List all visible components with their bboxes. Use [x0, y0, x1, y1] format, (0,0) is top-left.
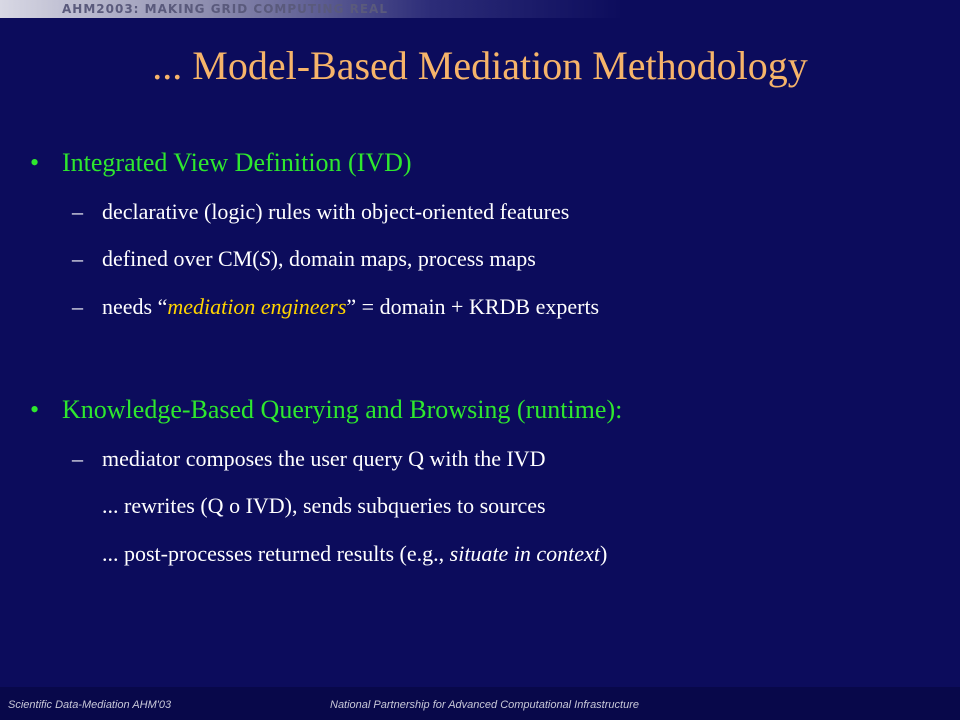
- header-banner: AHM2003: MAKING GRID COMPUTING REAL: [0, 0, 960, 18]
- sub-item-2-2: ... rewrites (Q o IVD), sends subqueries…: [102, 493, 546, 518]
- sub-item-1-2: –defined over CM(S), domain maps, proces…: [72, 246, 536, 271]
- highlight-text: mediation engineers: [167, 294, 347, 319]
- sub-item-2-3: ... post-processes returned results (e.g…: [102, 541, 608, 566]
- slide-title: ... Model-Based Mediation Methodology: [152, 43, 808, 88]
- sub-item-1-3: –needs “mediation engineers” = domain + …: [72, 294, 600, 319]
- bullet-dot: •: [30, 148, 40, 177]
- bullet-dot: •: [30, 395, 40, 424]
- footer-right-text: National Partnership for Advanced Comput…: [330, 699, 639, 711]
- footer-left-text: Scientific Data-Mediation AHM'03: [8, 699, 172, 711]
- footer-bar: [0, 687, 960, 720]
- bullet-1: • Integrated View Definition (IVD): [30, 148, 412, 178]
- banner-text: AHM2003: MAKING GRID COMPUTING REAL: [62, 2, 388, 16]
- bullet-2-text: Knowledge-Based Querying and Browsing (r…: [62, 395, 623, 424]
- bullet-1-text: Integrated View Definition (IVD): [62, 148, 412, 177]
- sub-item-1-1: –declarative (logic) rules with object-o…: [72, 199, 570, 224]
- sub-item-2-1: –mediator composes the user query Q with…: [72, 446, 546, 471]
- bullet-2: • Knowledge-Based Querying and Browsing (…: [30, 395, 622, 425]
